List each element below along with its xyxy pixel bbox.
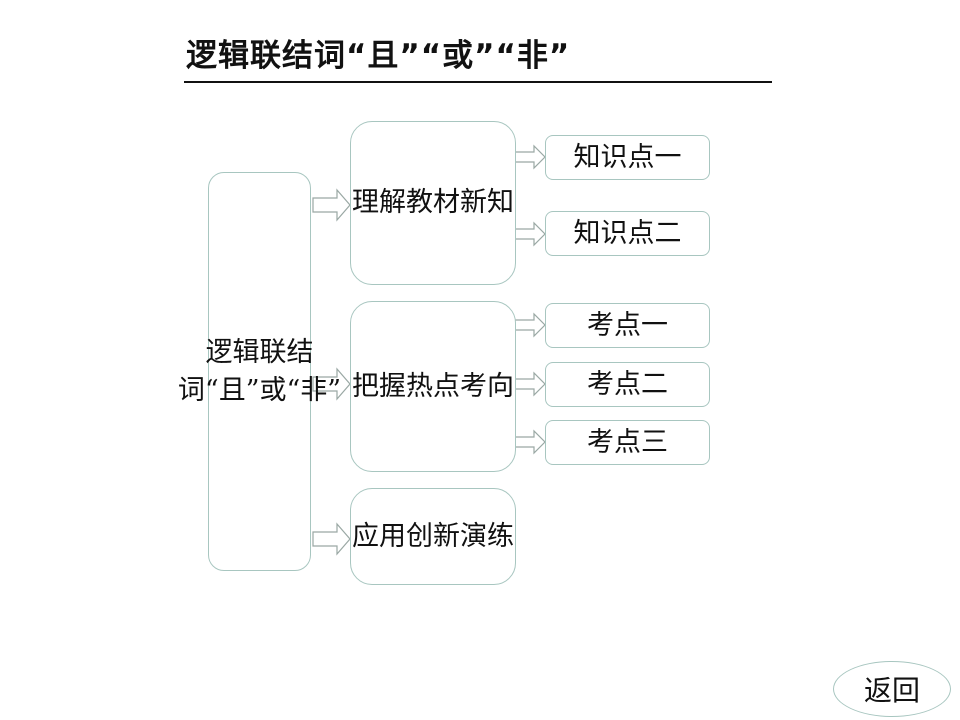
return-button[interactable]: 返回 [833, 661, 951, 717]
root-topic-box: 逻辑联结词“且”或“非” [178, 172, 341, 571]
item-exam-point-1[interactable]: 考点一 [545, 303, 710, 348]
item-label: 考点一 [587, 309, 668, 341]
item-knowledge-point-2[interactable]: 知识点二 [545, 211, 710, 256]
section-box-understand-textbook[interactable]: 理解教材新知 [350, 121, 516, 285]
section-label: 把握热点考向 [352, 370, 514, 402]
item-label: 知识点二 [573, 217, 682, 249]
arrow-root-to-section-1 [312, 188, 351, 222]
item-knowledge-point-1[interactable]: 知识点一 [545, 135, 710, 180]
item-exam-point-2[interactable]: 考点二 [545, 362, 710, 407]
arrow-section-1-to-item-2 [514, 221, 546, 247]
arrow-section-1-to-item-1 [514, 144, 546, 170]
section-box-practice[interactable]: 应用创新演练 [350, 488, 516, 585]
section-box-hot-topics[interactable]: 把握热点考向 [350, 301, 516, 472]
section-label: 理解教材新知 [352, 187, 514, 218]
item-label: 考点三 [587, 426, 668, 458]
item-label: 考点二 [587, 368, 668, 400]
title-underline [184, 81, 772, 83]
root-topic-label: 逻辑联结词“且”或“非” [177, 336, 342, 406]
arrow-root-to-section-2 [312, 367, 351, 401]
section-label: 应用创新演练 [352, 520, 514, 552]
item-exam-point-3[interactable]: 考点三 [545, 420, 710, 465]
item-label: 知识点一 [573, 141, 682, 173]
arrow-root-to-section-3 [312, 522, 351, 556]
arrow-section-2-to-item-2 [514, 371, 546, 397]
arrow-section-2-to-item-3 [514, 429, 546, 455]
page-title: 逻辑联结词“且”“或”“非” [186, 38, 571, 74]
arrow-section-2-to-item-1 [514, 312, 546, 338]
